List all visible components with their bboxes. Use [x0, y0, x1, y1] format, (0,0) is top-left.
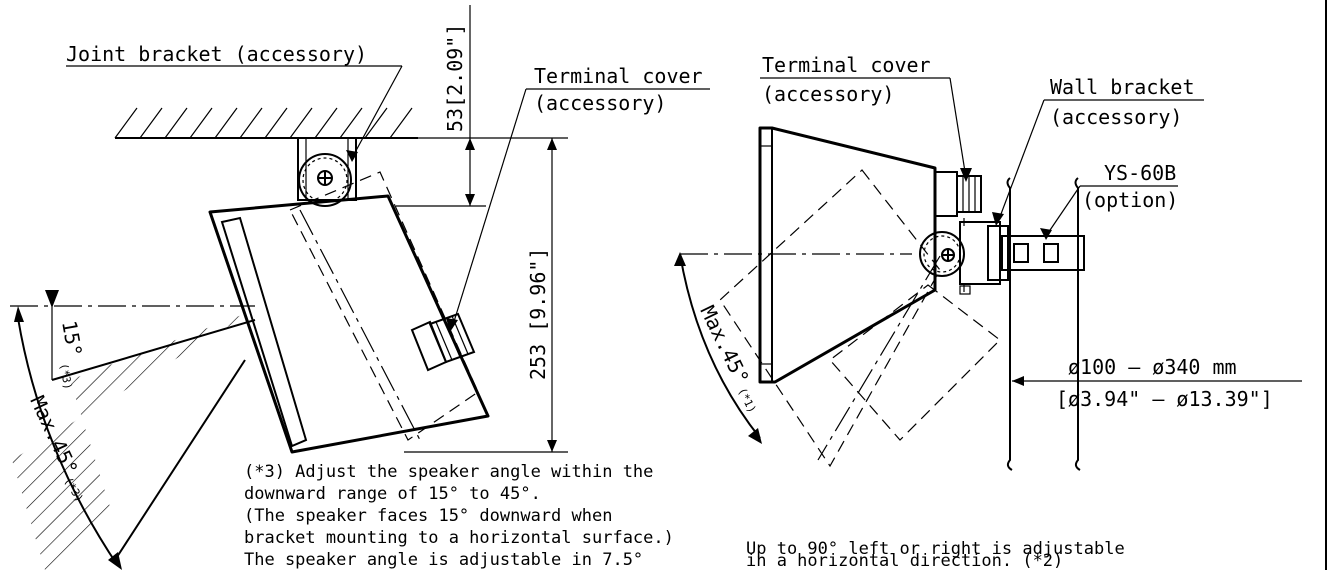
- left-note-line-5: The speaker angle is adjustable in 7.5°: [244, 550, 643, 570]
- angle-15-note: (*3): [57, 362, 74, 390]
- joint-bracket-label: Joint bracket (accessory): [66, 42, 367, 66]
- angle-15-label: 15°: [57, 319, 87, 359]
- right-terminal-cover-label-1: Terminal cover: [762, 53, 931, 77]
- left-note-line-2: downward range of 15° to 45°.: [244, 484, 541, 504]
- ys-60b-label-2: (option): [1082, 188, 1178, 212]
- left-note-line-1: (*3) Adjust the speaker angle within the: [244, 462, 653, 482]
- dim-53-label: 53[2.09"]: [443, 24, 467, 132]
- right-terminal-cover: [934, 171, 982, 217]
- right-rotated-outline: [719, 169, 941, 468]
- right-max-45-note: (*1): [735, 386, 758, 416]
- downward-angle-range: [12, 312, 256, 570]
- left-note-line-4: bracket mounting to a horizontal surface…: [244, 528, 674, 548]
- left-speaker-body: [208, 194, 490, 454]
- left-terminal-cover-label-2: (accessory): [534, 91, 666, 115]
- right-view: Max.45° (*1) Terminal cover (accessory) …: [674, 53, 1302, 570]
- left-note-line-3: (The speaker faces 15° downward when: [244, 506, 612, 526]
- right-terminal-cover-label-2: (accessory): [762, 82, 894, 106]
- dim-253-label: 253 [9.96"]: [526, 248, 550, 380]
- rotated-position-outline: [289, 171, 479, 441]
- right-note-line-1: Up to 90° left or right is adjustable: [746, 539, 1125, 559]
- right-note-line-2: in a horizontal direction. (*2): [746, 551, 1063, 570]
- mounting-pole: [1006, 177, 1081, 471]
- wall-bracket-label-1: Wall bracket: [1050, 75, 1195, 99]
- left-terminal-cover-label-1: Terminal cover: [534, 64, 703, 88]
- ys-60b-clamp: [1001, 235, 1085, 271]
- joint-bracket: [297, 137, 357, 207]
- right-note: Up to 90° left or right is adjustable in…: [746, 539, 1125, 570]
- right-speaker-body: [758, 126, 937, 384]
- pipe-diameter-in-label: [ø3.94" – ø13.39"]: [1056, 387, 1273, 411]
- ys-60b-label-1: YS-60B: [1104, 161, 1176, 185]
- wall-bracket-label-2: (accessory): [1050, 105, 1182, 129]
- pivot-screw-icon: [317, 170, 333, 186]
- left-terminal-cover: [410, 312, 476, 372]
- ceiling-surface: [114, 107, 418, 139]
- right-max-45-label: Max.45°: [696, 302, 755, 388]
- pipe-diameter-mm-label: ø100 – ø340 mm: [1068, 355, 1237, 379]
- right-pivot-screw-icon: [941, 248, 955, 262]
- left-view: 15° (*3) Max.45° (*3) Joint bracket (acc…: [10, 5, 710, 570]
- wall-bracket: [919, 218, 1009, 295]
- left-note: (*3) Adjust the speaker angle within the…: [244, 462, 674, 570]
